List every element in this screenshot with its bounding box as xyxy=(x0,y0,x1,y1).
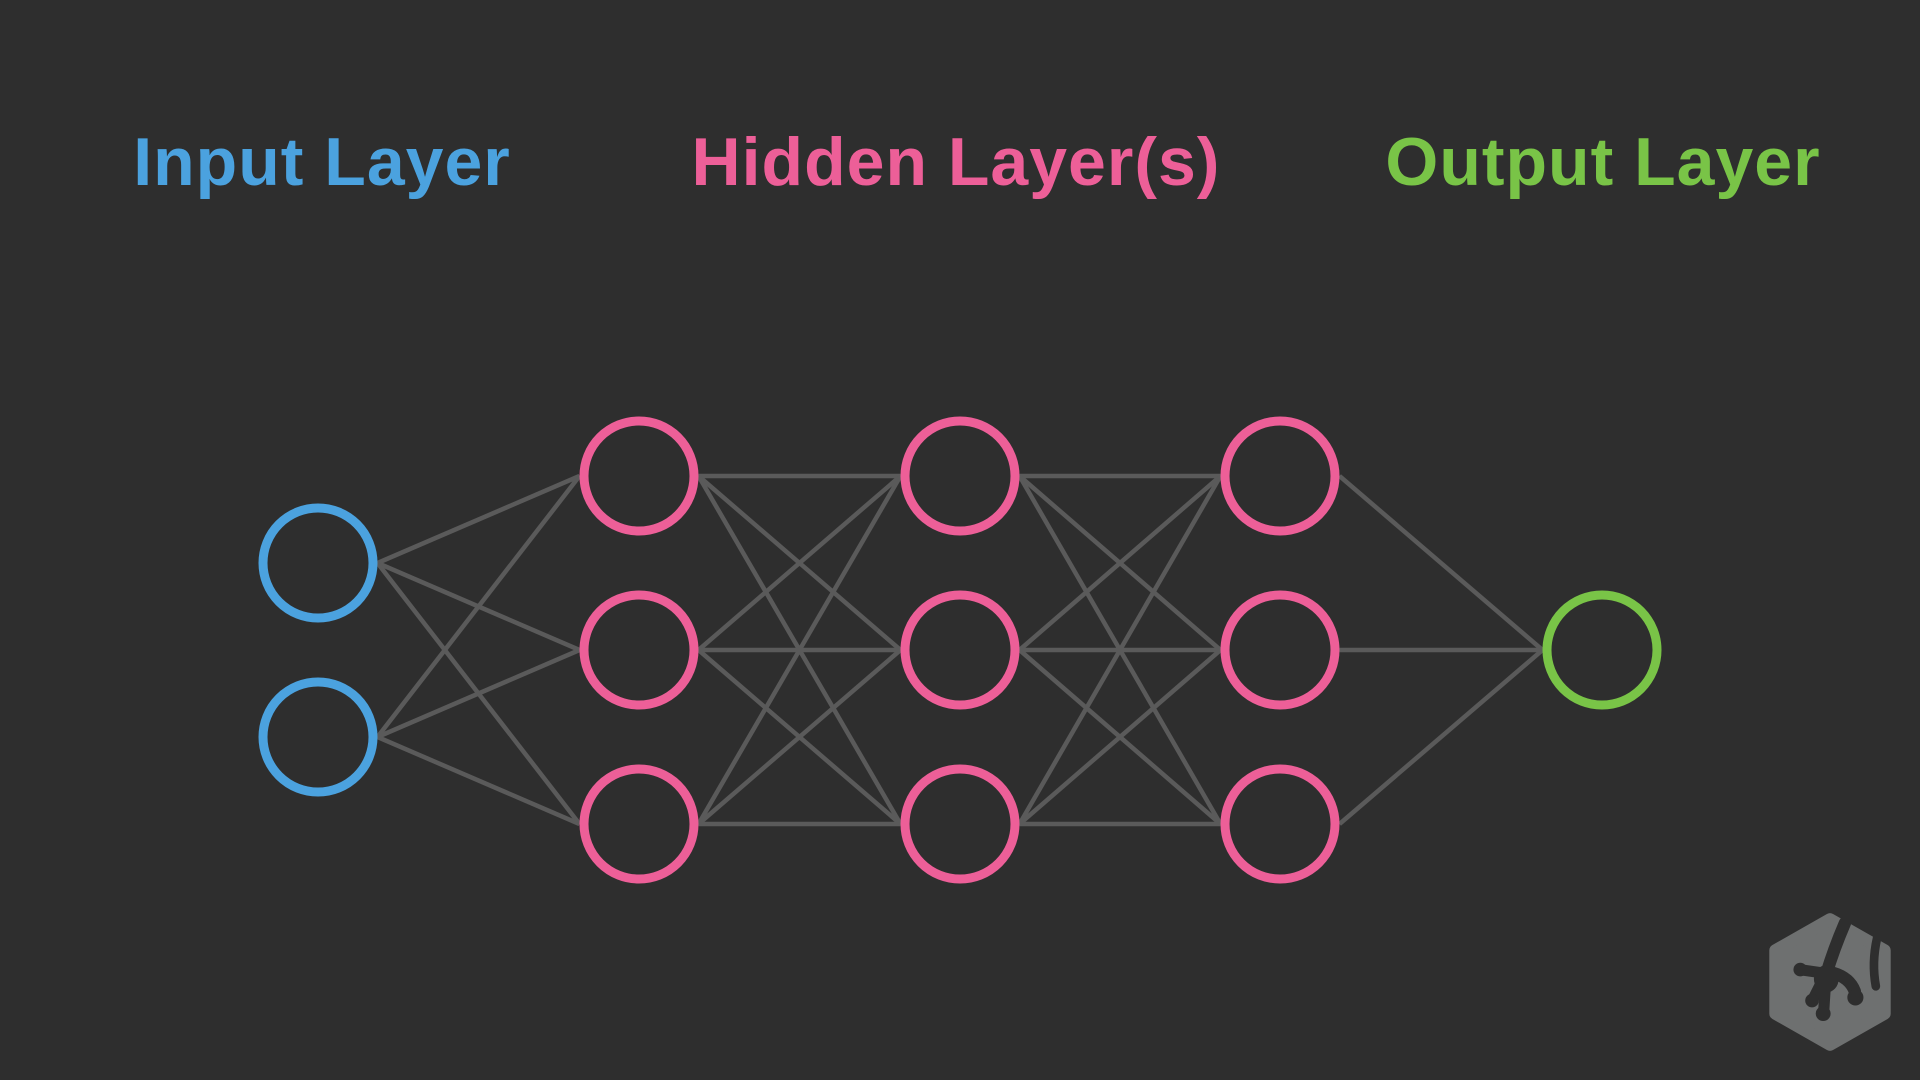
footprint-pads xyxy=(1793,962,1864,1022)
input-node-1 xyxy=(258,503,378,623)
edge-hidden-2-to-hidden-3 xyxy=(1018,648,1222,826)
gecko-footprint-logo xyxy=(1769,913,1891,1051)
hidden-3-node-1 xyxy=(1220,416,1340,536)
hidden-3-node-3 xyxy=(1220,764,1340,884)
edge-hidden-3-to-output xyxy=(1338,648,1544,826)
hidden-1-node-1 xyxy=(579,416,699,536)
output-node-1 xyxy=(1542,590,1662,710)
edge-input-to-hidden-1 xyxy=(376,473,581,566)
hidden-2-node-1 xyxy=(900,416,1020,536)
edge-input-to-hidden-1 xyxy=(376,647,581,740)
input-layer-label: Input Layer xyxy=(133,124,511,200)
edge-hidden-3-to-output xyxy=(1338,474,1544,652)
hidden-2-node-3 xyxy=(900,764,1020,884)
edge-hidden-2-to-hidden-3 xyxy=(1017,474,1223,826)
hidden-3-node-2 xyxy=(1220,590,1340,710)
hidden-layer-label: Hidden Layer(s) xyxy=(691,124,1221,200)
hidden-2-node-2 xyxy=(900,590,1020,710)
hidden-1-node-2 xyxy=(579,590,699,710)
input-node-2 xyxy=(258,677,378,797)
edge-input-to-hidden-1 xyxy=(376,734,581,827)
hidden-1-node-3 xyxy=(579,764,699,884)
edge-input-to-hidden-1 xyxy=(375,474,582,739)
edge-hidden-1-to-hidden-2 xyxy=(696,474,903,826)
edge-hidden-1-to-hidden-2 xyxy=(697,648,902,826)
edge-hidden-2-to-hidden-3 xyxy=(1018,474,1222,652)
edge-hidden-1-to-hidden-2 xyxy=(697,474,902,652)
output-layer-label: Output Layer xyxy=(1385,124,1821,200)
